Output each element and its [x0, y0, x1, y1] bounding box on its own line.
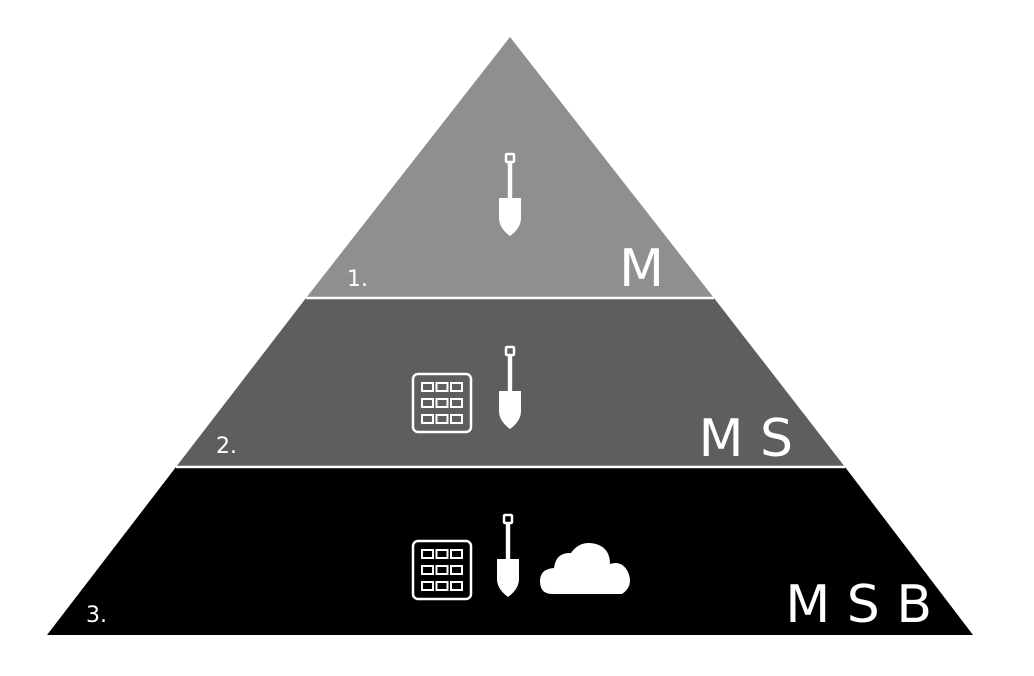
- tier-3-code: M S B: [785, 575, 932, 635]
- tier-1-code: M: [619, 239, 664, 299]
- tier-1-number: 1.: [347, 267, 368, 292]
- tier-2-code: M S: [699, 409, 793, 469]
- tier-2-number: 2.: [216, 434, 237, 459]
- tier-3-number: 3.: [86, 603, 107, 628]
